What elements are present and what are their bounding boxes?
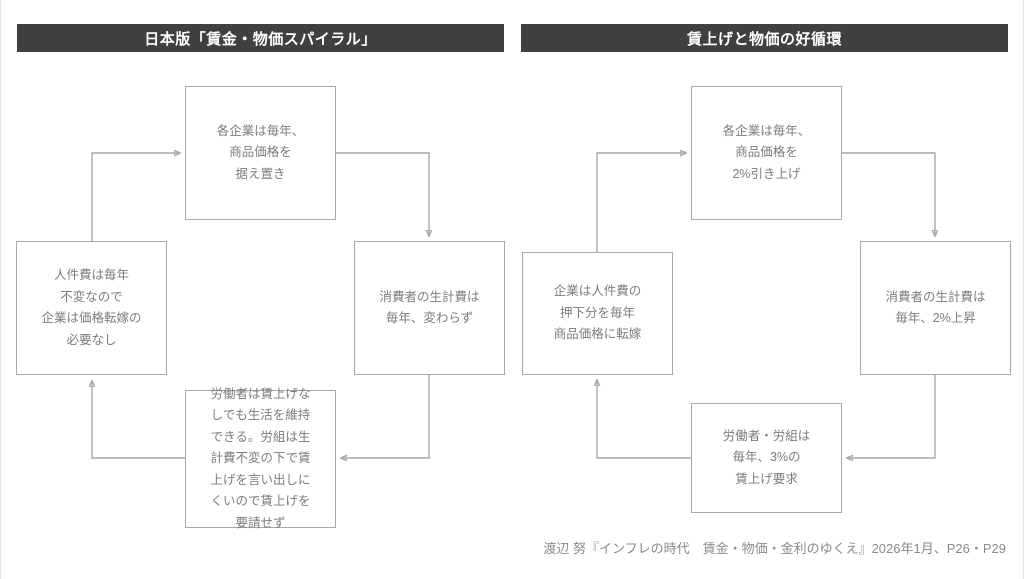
connector-right-right-to-bottom (847, 375, 936, 458)
node-left-labor-cost-flat: 人件費は毎年 不変なので 企業は価格転嫁の 必要なし (16, 241, 167, 375)
source-citation: 渡辺 努『インフレの時代 賃金・物価・金利のゆくえ』2026年1月、P26・P2… (543, 541, 1006, 556)
connector-left-left-to-top (91, 153, 180, 241)
page-left-rule (0, 0, 1, 579)
node-right-cost-passthrough: 企業は人件費の 押下分を毎年 商品価格に転嫁 (522, 252, 673, 375)
node-right-living-cost-up: 消費者の生計費は 毎年、2%上昇 (860, 241, 1011, 375)
connector-left-bottom-to-left (92, 381, 185, 459)
connector-right-left-to-top (596, 153, 686, 252)
node-left-price-freeze: 各企業は毎年、 商品価格を 据え置き (185, 86, 336, 220)
node-right-price-raise: 各企業は毎年、 商品価格を 2%引き上げ (691, 86, 842, 220)
panel-header-left: 日本版「賃金・物価スパイラル」 (17, 24, 504, 52)
node-left-no-wage-demand: 労働者は賃上げな しでも生活を維持 できる。労組は生 計費不変の下で賃 上げを言… (185, 387, 336, 530)
node-left-living-cost-flat: 消費者の生計費は 毎年、変わらず (354, 241, 505, 375)
node-right-wage-demand: 労働者・労組は 毎年、3%の 賃上げ要求 (691, 403, 842, 513)
connector-left-top-to-right (336, 152, 429, 236)
connector-right-top-to-right (842, 152, 935, 236)
connector-right-bottom-to-left (597, 380, 691, 459)
panel-header-right: 賃上げと物価の好循環 (521, 24, 1008, 52)
connector-left-right-to-bottom (341, 375, 430, 458)
